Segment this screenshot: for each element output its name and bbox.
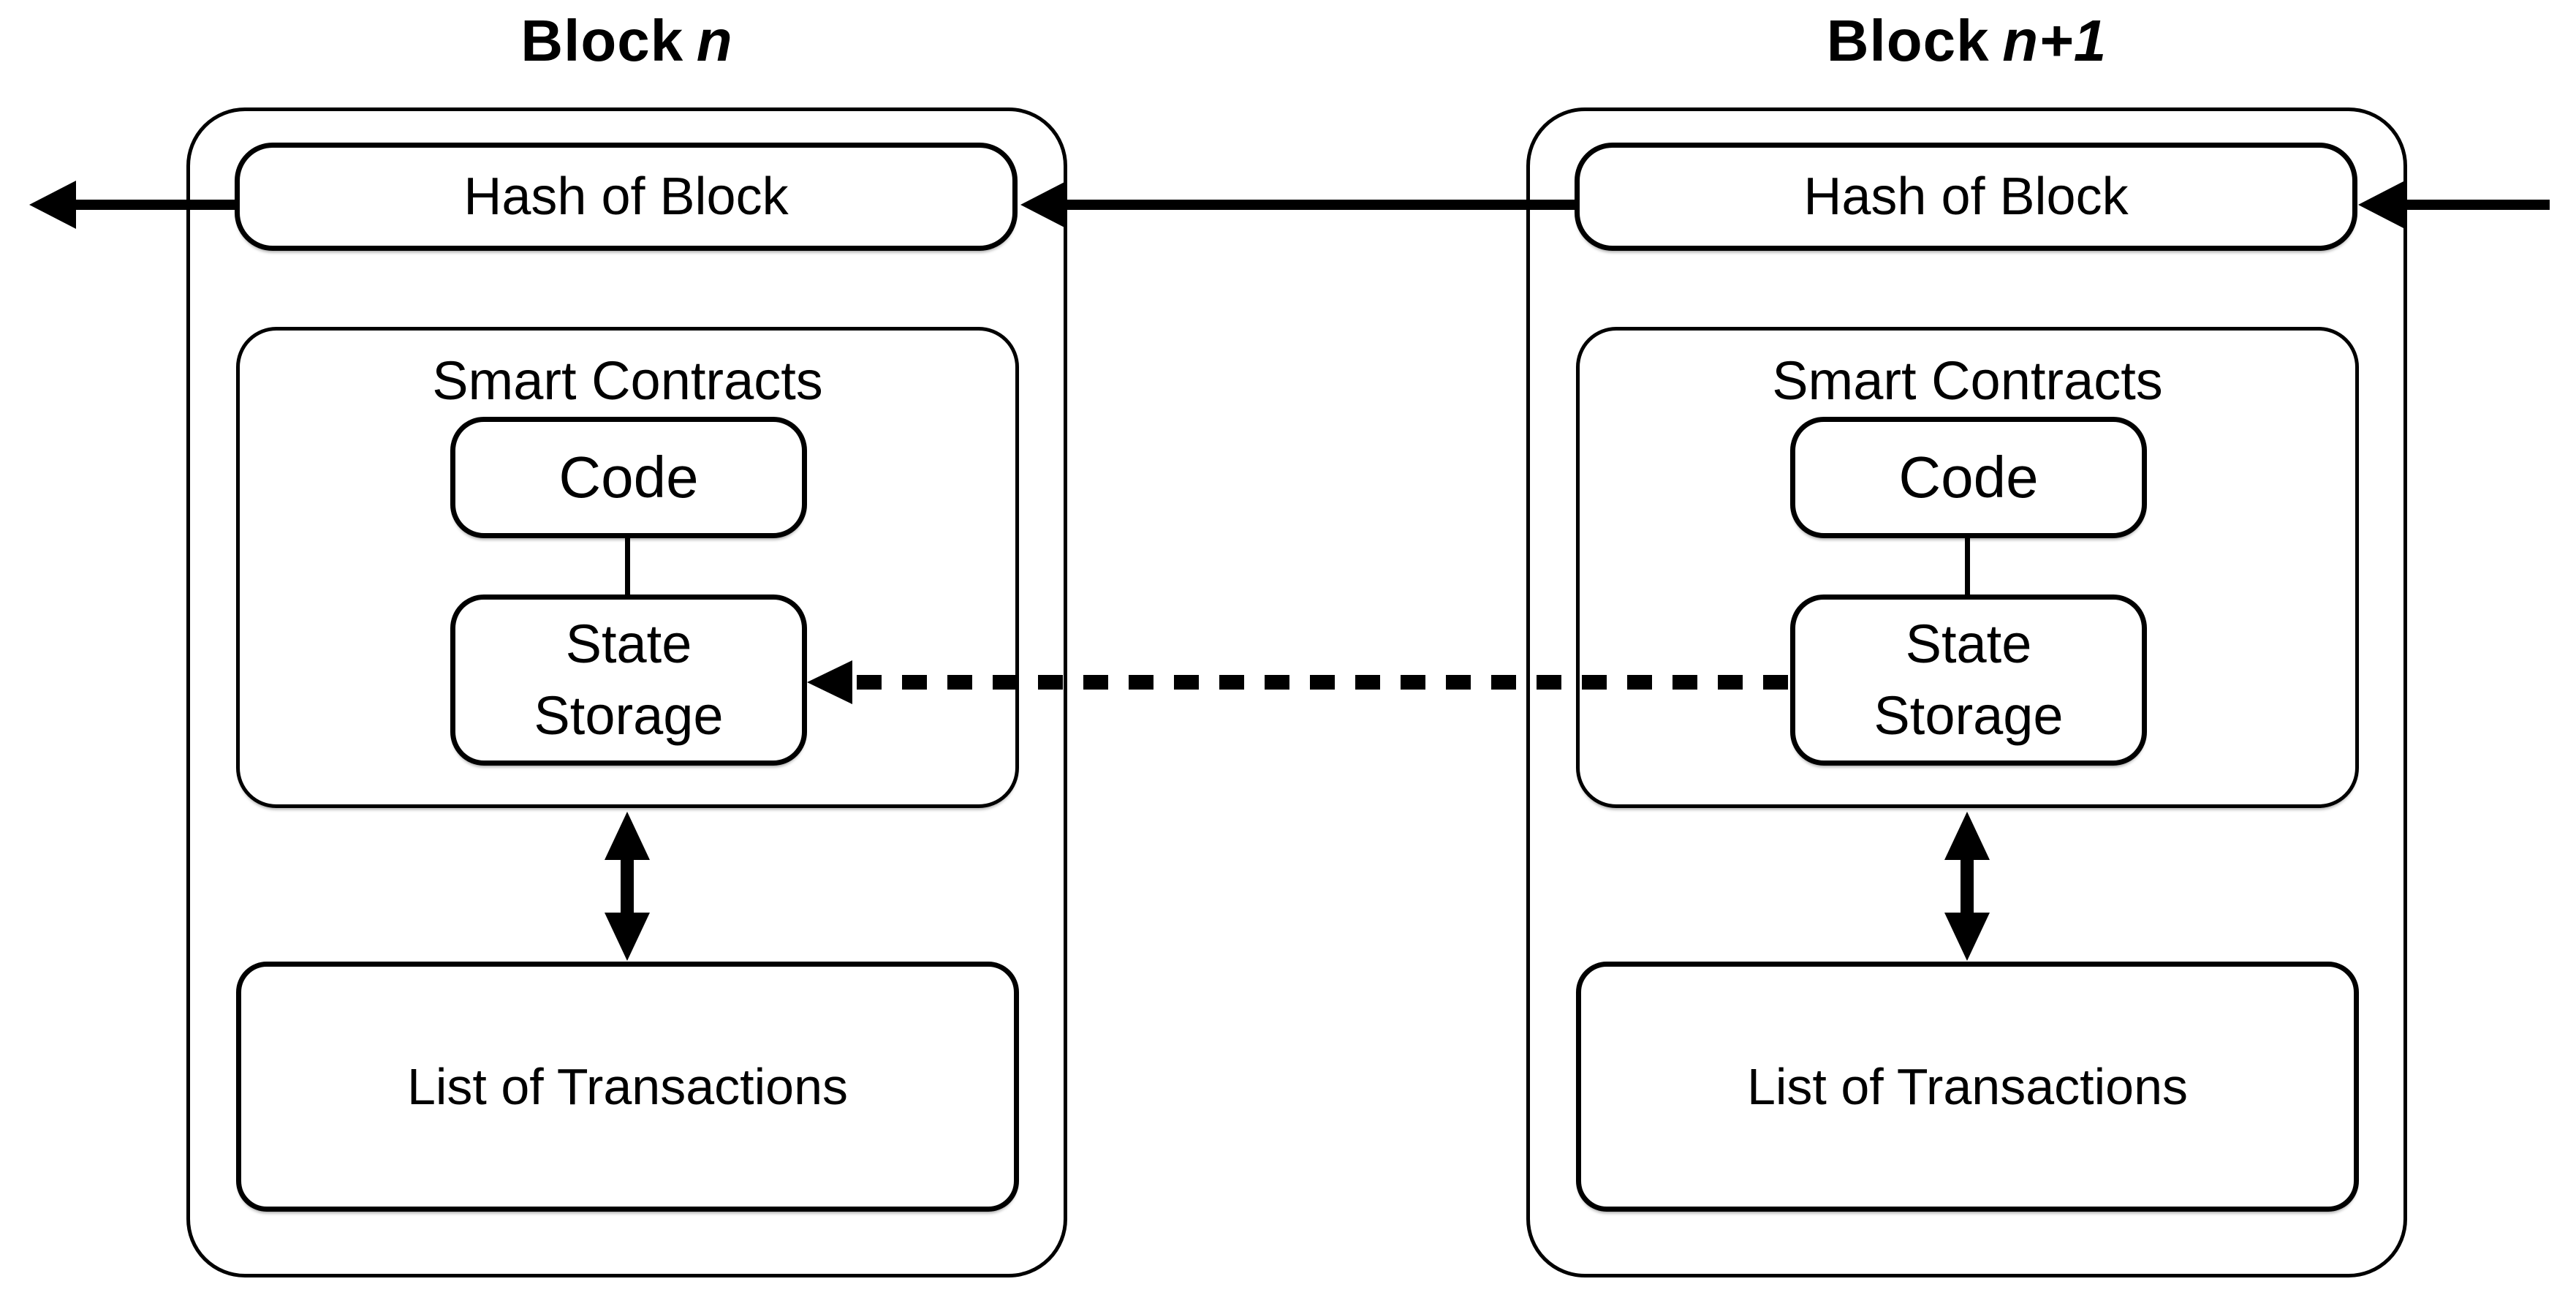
block-n-hash-label: Hash of Block bbox=[463, 167, 789, 226]
block-n-title-index: n bbox=[696, 8, 733, 73]
block-n1-transactions-box: List of Transactions bbox=[1576, 962, 2359, 1212]
block-n1-smart-contracts-label: Smart Contracts bbox=[1772, 350, 2163, 411]
arrowhead-left-icon bbox=[29, 181, 76, 229]
block-n1-code-label: Code bbox=[1898, 445, 2039, 510]
block-n-state-storage-label-line2: Storage bbox=[534, 685, 724, 746]
block-n1-title-index: n+1 bbox=[2002, 8, 2107, 73]
block-n1-state-storage-label-line2: Storage bbox=[1874, 685, 2064, 746]
arrow-hash-n1-to-n bbox=[1020, 181, 1576, 229]
block-n1-state-storage-box: State Storage bbox=[1790, 595, 2147, 766]
block-n-code-box: Code bbox=[450, 417, 807, 538]
block-n1-code-state-connector bbox=[1965, 537, 1970, 595]
block-n1-smart-contracts-box: Smart Contracts Code State Storage bbox=[1576, 327, 2359, 808]
block-n1-state-storage-label-line1: State bbox=[1905, 614, 2032, 674]
block-n-state-storage-box: State Storage bbox=[450, 595, 807, 766]
block-n1-title-prefix: Block bbox=[1826, 8, 1990, 73]
block-n-title-prefix: Block bbox=[520, 8, 684, 73]
block-n-smart-contracts-label: Smart Contracts bbox=[432, 350, 823, 411]
block-n1-transactions-label: List of Transactions bbox=[1746, 1058, 2189, 1115]
block-n-state-storage-label-line1: State bbox=[565, 614, 692, 674]
block-n1-hash-box: Hash of Block bbox=[1575, 143, 2357, 251]
block-n1-hash-label: Hash of Block bbox=[1803, 167, 2129, 226]
block-n-code-state-connector bbox=[625, 537, 630, 595]
block-n-hash-box: Hash of Block bbox=[235, 143, 1018, 251]
block-n-code-label: Code bbox=[558, 445, 699, 510]
block-n1-code-box: Code bbox=[1790, 417, 2147, 538]
block-n-transactions-label: List of Transactions bbox=[406, 1058, 849, 1115]
block-n-transactions-box: List of Transactions bbox=[236, 962, 1019, 1212]
block-n-smart-contracts-box: Smart Contracts Code State Storage bbox=[236, 327, 1019, 808]
